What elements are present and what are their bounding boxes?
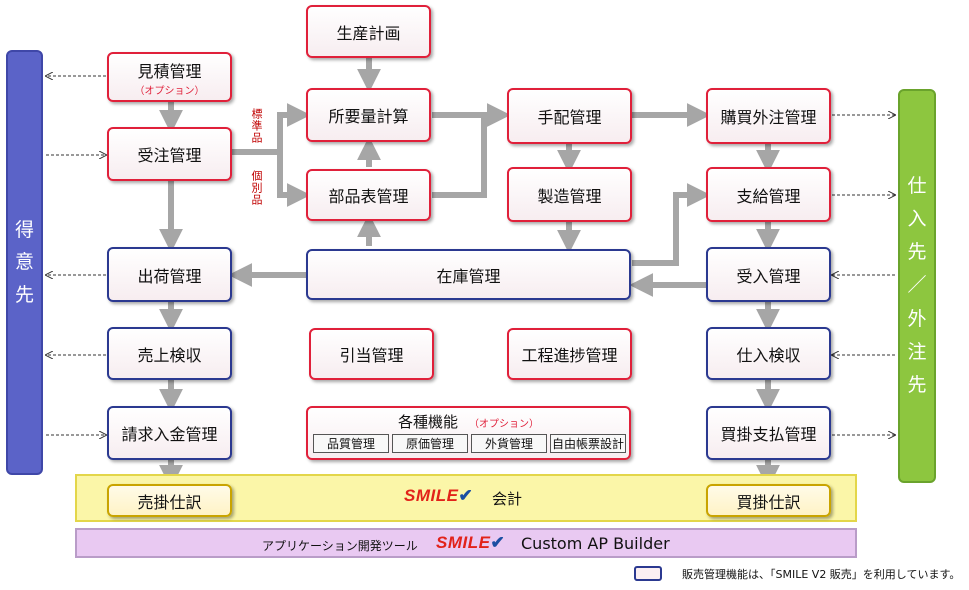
customer-bar-label: 得 意 先	[14, 219, 34, 306]
node-kaikake-shiharai[interactable]: 買掛支払管理	[706, 406, 831, 460]
node-shuhai[interactable]: 手配管理	[507, 88, 632, 144]
node-seikyu-label: 請求入金管理	[121, 425, 218, 444]
option-item-currency[interactable]: 外貨管理	[471, 434, 547, 453]
arrow-buhinhyo-shuhai	[432, 115, 487, 198]
tool-label: Custom AP Builder	[521, 534, 670, 553]
option-item-report-design[interactable]: 自由帳票設計	[550, 434, 626, 453]
node-konyu-label: 購買外注管理	[720, 108, 817, 127]
node-urikake-shiwake[interactable]: 売掛仕訳	[107, 484, 232, 517]
label-standard: 標準品	[250, 108, 263, 144]
arrow-juchu-buhinhyo	[277, 152, 311, 207]
node-shukka[interactable]: 出荷管理	[107, 247, 232, 302]
node-seikyu[interactable]: 請求入金管理	[107, 406, 232, 460]
legend-text: 販売管理機能は、「SMILE V2 販売」を利用しています。	[682, 568, 961, 581]
node-seisan-keikaku-label: 生産計画	[336, 23, 401, 43]
tool-band	[75, 528, 857, 558]
customer-bar: 得 意 先	[6, 50, 43, 475]
node-uriage-kenshu[interactable]: 売上検収	[107, 327, 232, 380]
tool-prefix: アプリケーション開発ツール	[262, 539, 418, 553]
node-shukka-label: 出荷管理	[137, 266, 202, 286]
checkmark-icon-2: ✔	[490, 533, 506, 552]
node-ukeire-label: 受入管理	[736, 266, 801, 286]
smile-logo-accounting: SMILE✔	[404, 486, 474, 505]
node-shiire-kenshu[interactable]: 仕入検収	[706, 327, 831, 380]
options-title-row: 各種機能 （オプション）	[398, 411, 539, 432]
node-mitsumori-label: 見積管理	[137, 61, 202, 81]
node-seizo[interactable]: 製造管理	[507, 167, 632, 222]
node-buhinhyo[interactable]: 部品表管理	[306, 169, 431, 221]
node-shoyoryo-label: 所要量計算	[328, 107, 409, 126]
node-zaiko-label: 在庫管理	[436, 266, 501, 286]
supplier-bar: 仕 入 先 ／ 外 注 先	[898, 89, 936, 483]
node-mitsumori[interactable]: 見積管理 （オプション）	[107, 52, 232, 102]
node-juchu[interactable]: 受注管理	[107, 127, 232, 181]
node-kaikake-shiwake-label: 買掛仕訳	[736, 492, 801, 512]
node-hikiate[interactable]: 引当管理	[309, 328, 434, 380]
node-uriage-kenshu-label: 売上検収	[137, 345, 202, 365]
node-shuhai-label: 手配管理	[537, 108, 602, 127]
node-urikake-shiwake-label: 売掛仕訳	[137, 492, 202, 512]
node-shiire-kenshu-label: 仕入検収	[736, 345, 801, 365]
node-mitsumori-note: （オプション）	[134, 85, 205, 97]
node-koutei[interactable]: 工程進捗管理	[507, 328, 632, 380]
node-buhinhyo-label: 部品表管理	[328, 187, 409, 206]
arrow-juchu-shoyoryo	[232, 103, 311, 155]
node-konyu[interactable]: 購買外注管理	[706, 88, 831, 144]
legend-swatch	[634, 566, 662, 581]
node-zaiko[interactable]: 在庫管理	[306, 249, 631, 300]
checkmark-icon: ✔	[458, 486, 474, 505]
node-seizo-label: 製造管理	[537, 186, 602, 206]
option-item-quality[interactable]: 品質管理	[313, 434, 389, 453]
arrow-zaiko-shikyu	[632, 183, 711, 266]
option-item-cost[interactable]: 原価管理	[392, 434, 468, 453]
node-shikyu-label: 支給管理	[736, 186, 801, 206]
options-title: 各種機能	[397, 413, 458, 431]
supplier-bar-label: 仕 入 先 ／ 外 注 先	[907, 174, 927, 397]
node-kaikake-shiwake[interactable]: 買掛仕訳	[706, 484, 831, 517]
node-shoyoryo[interactable]: 所要量計算	[306, 88, 431, 142]
node-shikyu[interactable]: 支給管理	[706, 167, 831, 222]
node-koutei-label: 工程進捗管理	[521, 346, 618, 365]
node-juchu-label: 受注管理	[137, 146, 202, 165]
node-seisan-keikaku[interactable]: 生産計画	[306, 5, 431, 58]
options-note: （オプション）	[469, 419, 540, 430]
node-hikiate-label: 引当管理	[339, 346, 404, 365]
label-individual: 個別品	[250, 170, 263, 206]
smile-logo-tool: SMILE✔	[436, 533, 506, 552]
node-ukeire[interactable]: 受入管理	[706, 247, 831, 302]
accounting-label: 会計	[492, 490, 523, 508]
node-kaikake-shiharai-label: 買掛支払管理	[720, 425, 817, 444]
